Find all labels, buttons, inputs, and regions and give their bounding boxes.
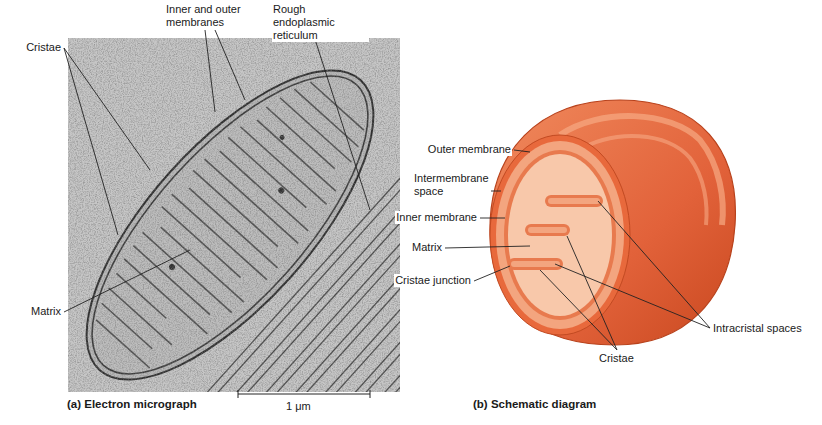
electron-micrograph bbox=[68, 38, 400, 392]
part-label: Intracristal spaces bbox=[712, 322, 814, 335]
leader-lines bbox=[64, 30, 370, 312]
schematic-mitochondrion bbox=[490, 100, 735, 345]
scale-bar bbox=[238, 394, 370, 395]
panel-caption: (a) Electron micrograph bbox=[66, 398, 198, 411]
part-label: Cristae bbox=[25, 41, 62, 54]
part-label: Inner and outer membranes bbox=[165, 3, 267, 29]
part-label: Matrix bbox=[30, 305, 62, 318]
scale-bar bbox=[238, 390, 239, 398]
part-label: Matrix bbox=[411, 241, 443, 254]
panel-caption: (b) Schematic diagram bbox=[472, 398, 597, 411]
scale-bar bbox=[370, 390, 371, 398]
part-label: Outer membrane bbox=[427, 143, 512, 156]
part-label: Cristae junction bbox=[394, 274, 472, 287]
scale-label: 1 μm bbox=[285, 400, 312, 413]
part-label: Inner membrane bbox=[395, 211, 478, 224]
part-label: Intermembrane space bbox=[413, 172, 491, 198]
part-label: Cristae bbox=[598, 352, 635, 365]
part-label: Rough endoplasmic reticulum bbox=[272, 3, 369, 42]
